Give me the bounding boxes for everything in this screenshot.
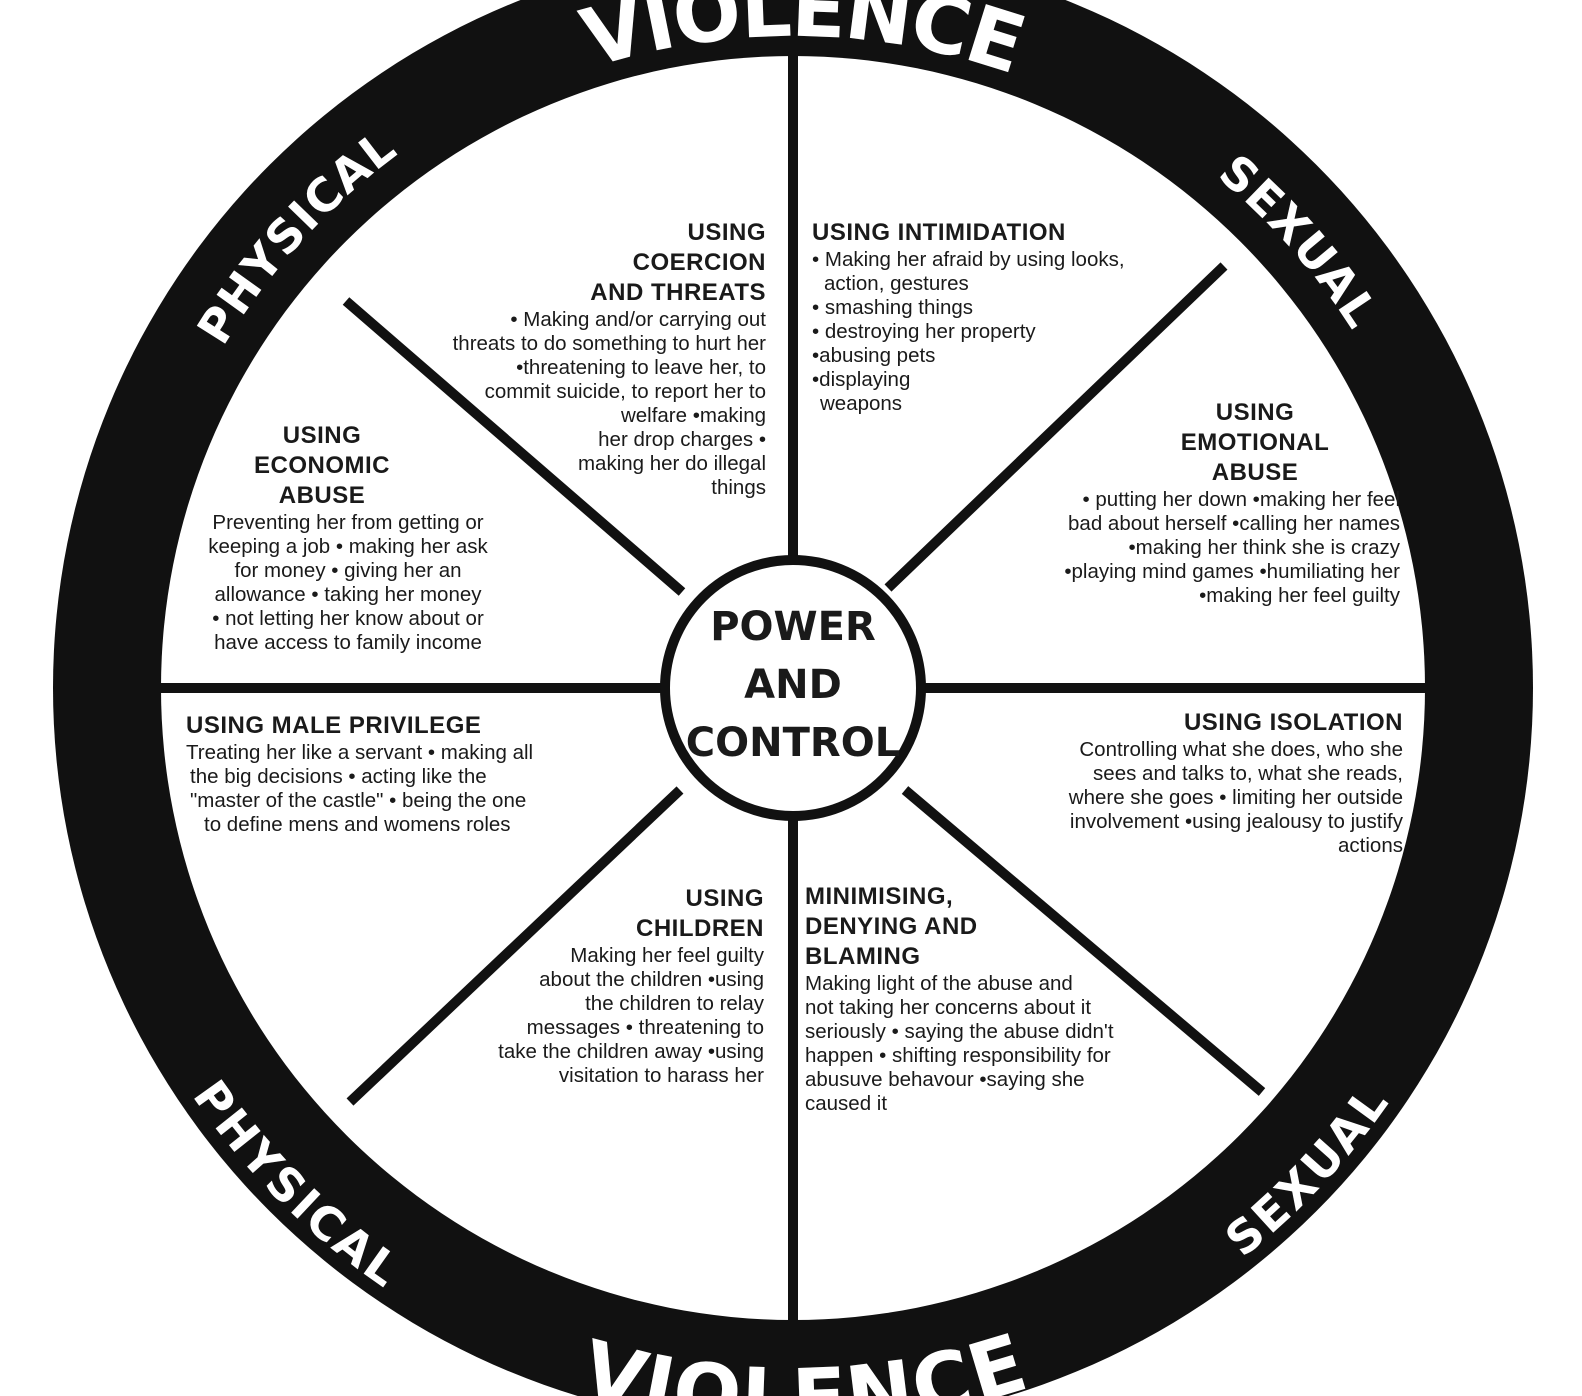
segment-title-line: BLAMING — [805, 943, 920, 970]
segment-title-line: COERCION — [633, 249, 766, 276]
center-line-control: CONTROL — [686, 720, 900, 766]
segment-title-line: MINIMISING, — [805, 883, 953, 910]
segment-body-line: • smashing things — [812, 296, 973, 319]
wheel-spokes — [161, 56, 1425, 1320]
segment-body-line: the children to relay — [585, 992, 765, 1015]
segment-body-line: seriously • saying the abuse didn't — [805, 1020, 1114, 1043]
segment-body-line: her drop charges • — [598, 428, 766, 451]
segment-body-line: Controlling what she does, who she — [1079, 738, 1403, 761]
segment-body-line: Treating her like a servant • making all — [186, 741, 533, 764]
segment-body-line: Preventing her from getting or — [212, 511, 483, 534]
segment-body-line: caused it — [805, 1092, 887, 1115]
segment-body-line: take the children away •using — [498, 1040, 764, 1063]
center-hub — [660, 555, 926, 821]
segment-body-line: about the children •using — [539, 968, 764, 991]
segment-body-line: happen • shifting responsibility for — [805, 1044, 1111, 1067]
spoke-upper-left — [342, 297, 686, 596]
segment-coercion-and-threats: USING COERCION AND THREATS• Making and/or … — [453, 219, 767, 499]
spoke-lower-left — [346, 786, 684, 1106]
segment-title-line: DENYING AND — [805, 913, 978, 940]
segment-body-line: •abusing pets — [812, 344, 935, 367]
segment-body-line: things — [711, 476, 766, 499]
center-line-and: AND — [744, 662, 842, 708]
segment-intimidation: USING INTIMIDATION• Making her afraid by… — [812, 219, 1125, 415]
segment-body-line: allowance • taking her money — [215, 583, 483, 606]
segment-title-line: USING — [1216, 399, 1295, 426]
segment-body-line: • Making her afraid by using looks, — [812, 248, 1125, 271]
segment-body-line: abusuve behavour •saying she — [805, 1068, 1085, 1091]
segment-title-line: ABUSE — [1212, 459, 1299, 486]
segment-body-line: • putting her down •making her feel — [1083, 488, 1400, 511]
center-line-power: POWER — [710, 604, 876, 650]
segment-title-line: ECONOMIC — [254, 452, 390, 479]
segment-body-line: •threatening to leave her, to — [516, 356, 766, 379]
segment-body-line: commit suicide, to report her to — [485, 380, 766, 403]
segment-body-line: action, gestures — [824, 272, 969, 295]
segment-body-line: •displaying — [812, 368, 910, 391]
segment-body-line: bad about herself •calling her names — [1068, 512, 1400, 535]
segment-body-line: • destroying her property — [812, 320, 1036, 343]
segment-body-line: to define mens and womens roles — [204, 813, 511, 836]
segment-body-line: have access to family income — [214, 631, 482, 654]
segment-body-line: Making her feel guilty — [570, 944, 764, 967]
segment-body-line: weapons — [819, 392, 902, 415]
segment-body-line: messages • threatening to — [527, 1016, 764, 1039]
segment-emotional-abuse: USING EMOTIONAL ABUSE• putting her down •m… — [1064, 399, 1400, 607]
segment-body-line: actions — [1338, 834, 1403, 857]
segment-body-line: •making her think she is crazy — [1128, 536, 1400, 559]
segment-body-line: •making her feel guilty — [1199, 584, 1401, 607]
segment-body-line: sees and talks to, what she reads, — [1093, 762, 1403, 785]
segment-body-line: involvement •using jealousy to justify — [1070, 810, 1404, 833]
segment-title-line: EMOTIONAL — [1181, 429, 1330, 456]
spoke-lower-right — [901, 786, 1266, 1096]
spoke-upper-right — [884, 262, 1228, 592]
segment-body-line: • Making and/or carrying out — [510, 308, 766, 331]
segment-body-line: the big decisions • acting like the — [190, 765, 487, 788]
segment-title-line: AND THREATS — [590, 279, 766, 306]
segment-body-line: for money • giving her an — [234, 559, 461, 582]
segment-body-line: threats to do something to hurt her — [453, 332, 767, 355]
segment-body-line: "master of the castle" • being the one — [190, 789, 526, 812]
segment-title-line: USING — [685, 885, 764, 912]
segment-title-line: USING — [283, 422, 362, 449]
segment-body-line: • not letting her know about or — [212, 607, 484, 630]
segment-title-line: USING — [687, 219, 766, 246]
segment-title-line: USING MALE PRIVILEGE — [186, 712, 481, 739]
segment-body-line: making her do illegal — [578, 452, 766, 475]
segment-body-line: where she goes • limiting her outside — [1068, 786, 1403, 809]
segment-body-line: welfare •making — [620, 404, 766, 427]
segment-body-line: visitation to harass her — [559, 1064, 764, 1087]
segment-title-line: USING INTIMIDATION — [812, 219, 1066, 246]
segment-title-line: USING ISOLATION — [1184, 709, 1403, 736]
segment-title-line: ABUSE — [279, 482, 366, 509]
segment-body-line: Making light of the abuse and — [805, 972, 1073, 995]
center-label: POWER AND CONTROL — [686, 604, 900, 766]
segment-body-line: •playing mind games •humiliating her — [1064, 560, 1400, 583]
segment-body-line: not taking her concerns about it — [805, 996, 1091, 1019]
segment-title-line: CHILDREN — [636, 915, 764, 942]
segment-body-line: keeping a job • making her ask — [208, 535, 488, 558]
